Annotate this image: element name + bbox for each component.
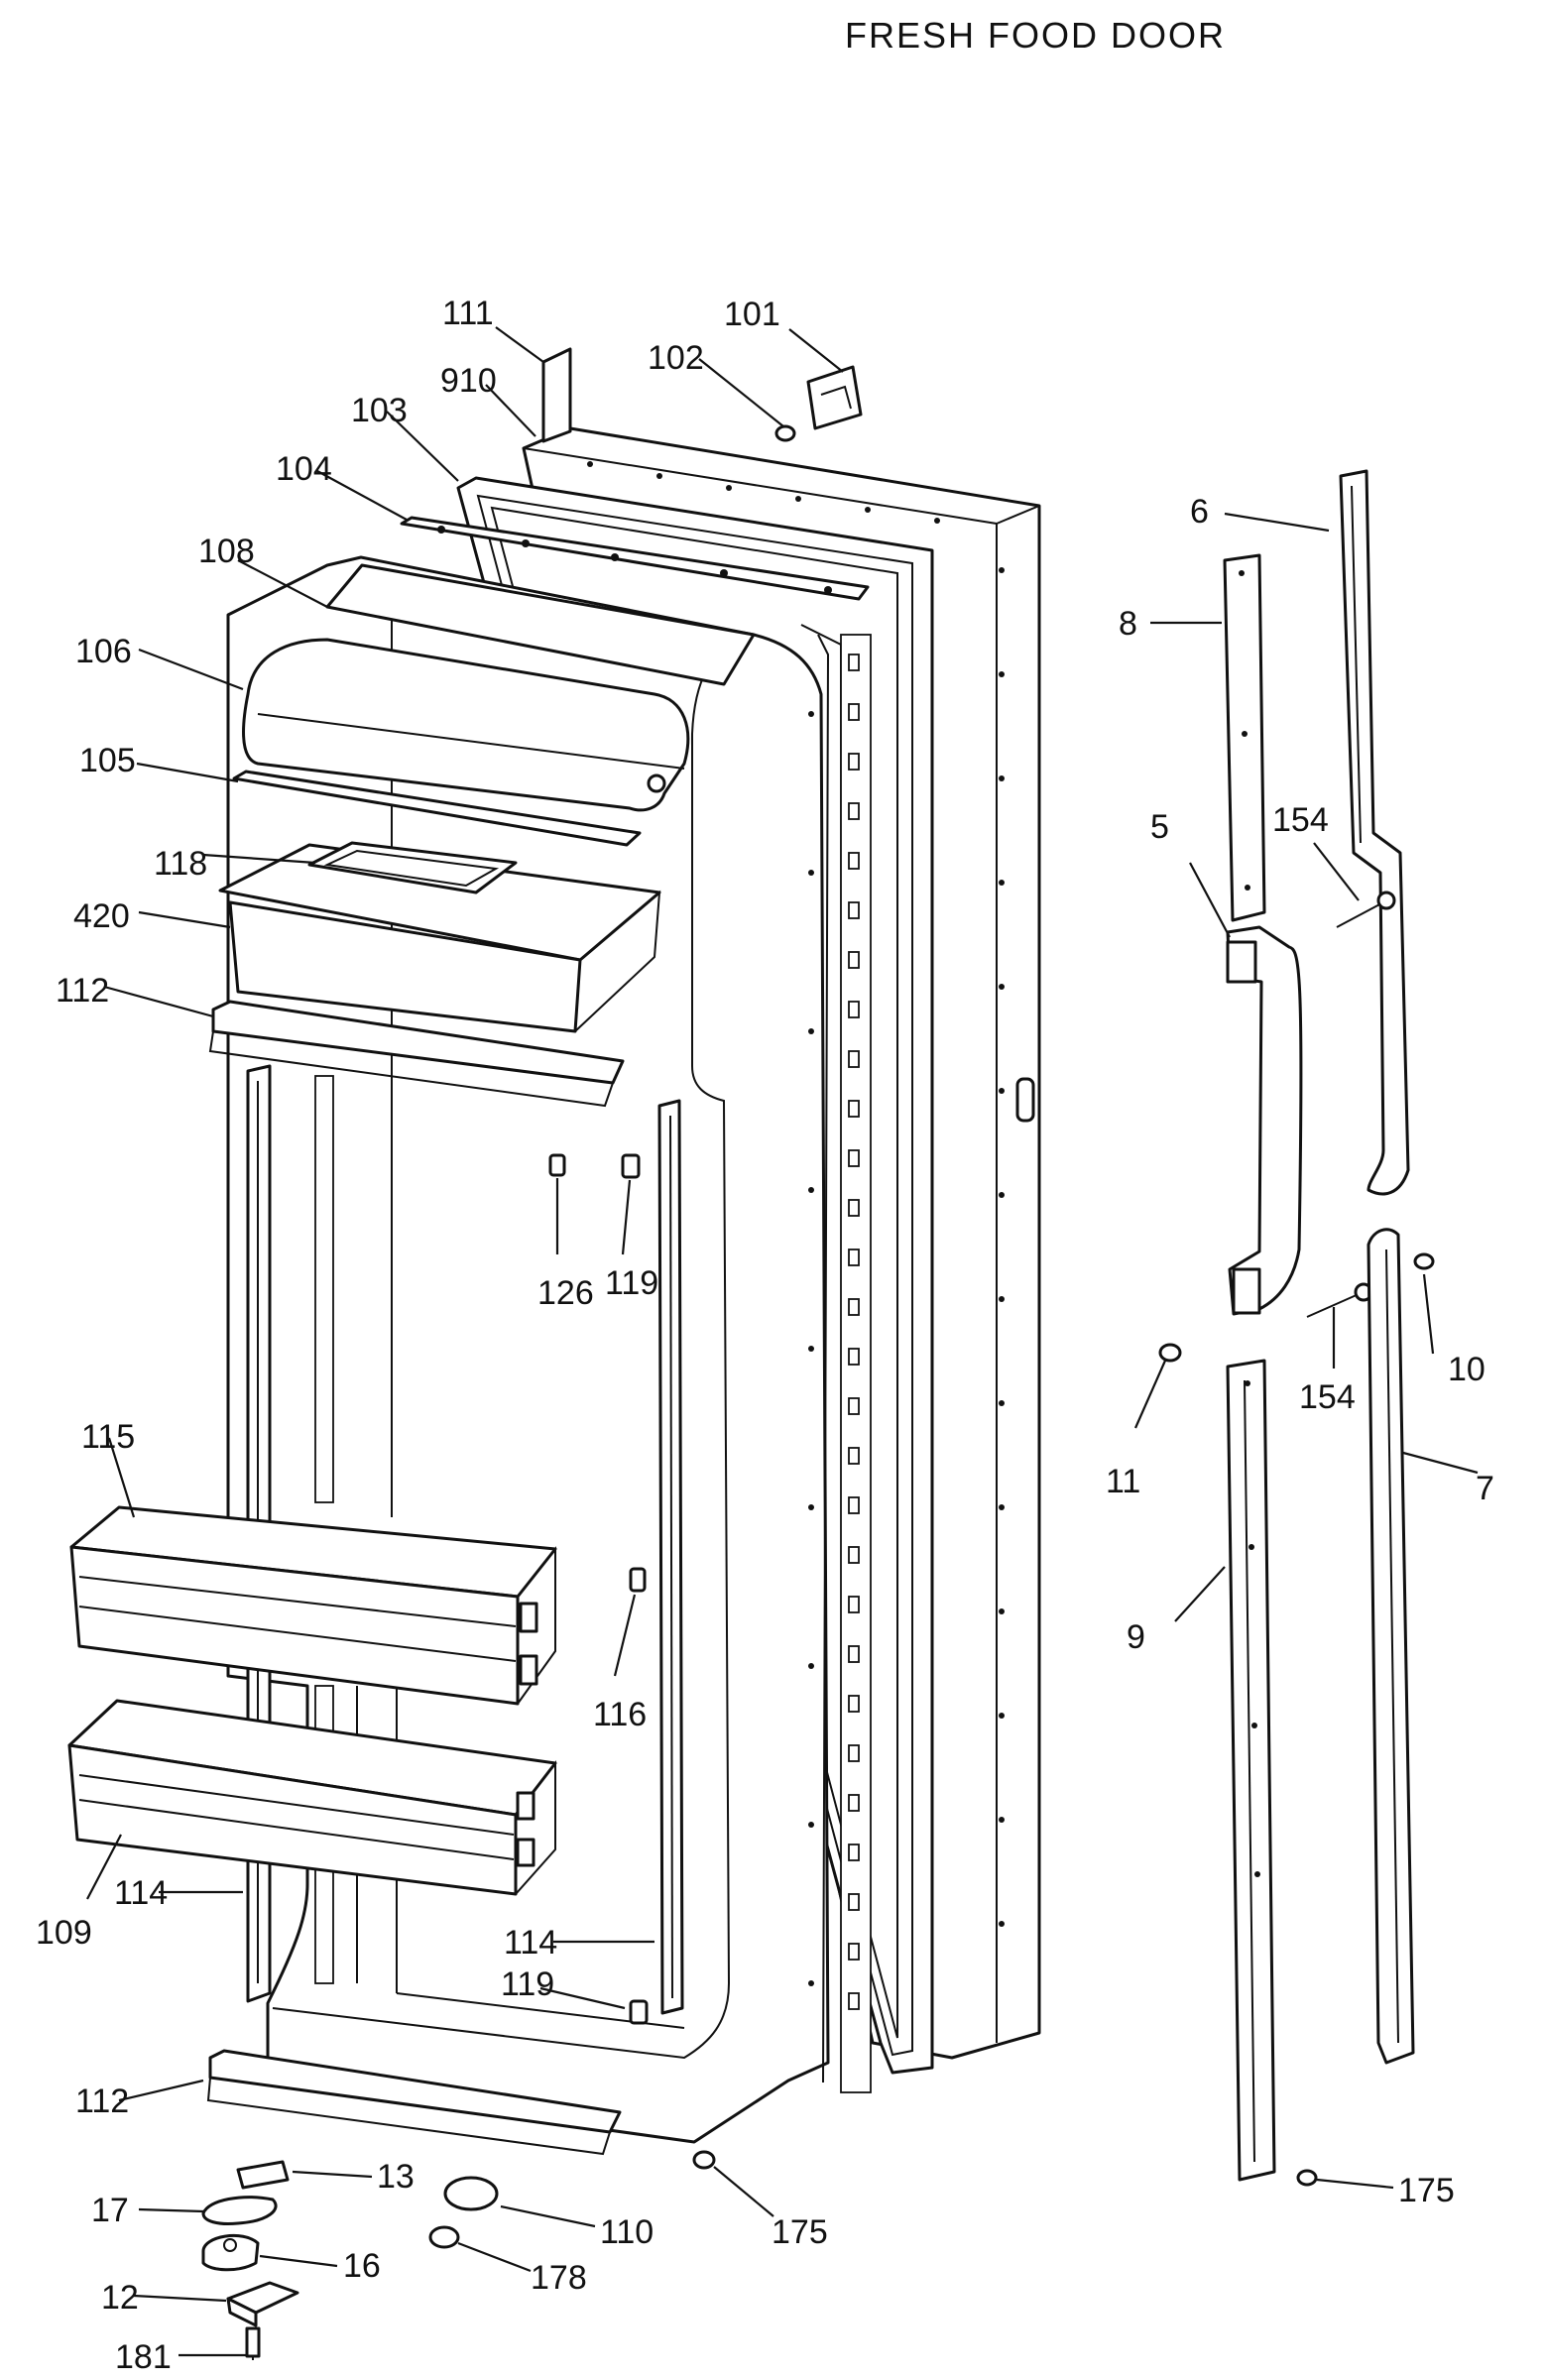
- label-175-left: 175: [772, 2213, 828, 2251]
- part-154-screw-upper: [1336, 891, 1396, 928]
- part-7-lower-trim: [1367, 1228, 1415, 2065]
- part-17-shim: [201, 2196, 278, 2225]
- part-6-handle-trim: [1339, 469, 1410, 1196]
- label-17: 17: [91, 2192, 129, 2229]
- part-11-nut: [1158, 1343, 1182, 1363]
- part-labels: 111 101 102 910 103 104 108 106 105 118 …: [36, 295, 1494, 2376]
- part-13-hinge-plate: [236, 2160, 290, 2190]
- part-108-dairy-housing: [325, 563, 756, 686]
- part-119-upper-clip: [621, 1153, 641, 1179]
- part-106-dairy-door: [242, 638, 690, 812]
- part-175-screw-right: [1296, 2169, 1318, 2187]
- part-12-hinge: [226, 2281, 299, 2327]
- leader-lines: [86, 326, 1479, 2357]
- label-119-lower: 119: [501, 1965, 554, 2003]
- label-111: 111: [442, 295, 494, 332]
- part-181-screw: [245, 2326, 261, 2360]
- part-112-upper-rail: [208, 1000, 625, 1108]
- label-16: 16: [343, 2247, 381, 2285]
- part-16-hinge-bushing: [201, 2234, 260, 2272]
- label-910: 910: [440, 362, 497, 400]
- part-102-screw: [774, 424, 796, 442]
- part-111-strip: [541, 347, 572, 443]
- diagram-title: FRESH FOOD DOOR: [845, 15, 1226, 56]
- label-116: 116: [593, 1696, 647, 1733]
- label-181: 181: [115, 2338, 172, 2376]
- part-5-door-handle: [1226, 925, 1303, 1316]
- part-104-trim-strip: [400, 516, 870, 601]
- part-105-strip: [232, 770, 642, 847]
- label-110: 110: [600, 2213, 654, 2251]
- part-9-handle-insert: [1226, 1359, 1276, 2182]
- label-103: 103: [351, 392, 408, 429]
- label-12: 12: [101, 2279, 139, 2317]
- label-11: 11: [1106, 1463, 1140, 1500]
- label-102: 102: [648, 339, 704, 377]
- label-8: 8: [1119, 605, 1137, 643]
- part-119-lower-clip: [629, 1999, 649, 2025]
- label-108: 108: [198, 533, 255, 570]
- part-126-pin: [548, 1153, 566, 1177]
- part-10-screw: [1413, 1252, 1435, 1270]
- label-106: 106: [75, 633, 132, 670]
- label-7: 7: [1476, 1470, 1494, 1507]
- label-178: 178: [531, 2259, 587, 2297]
- label-5: 5: [1150, 808, 1169, 846]
- label-112-upper: 112: [56, 972, 109, 1010]
- label-420: 420: [73, 897, 130, 935]
- part-112-lower-rail: [206, 2049, 622, 2156]
- part-8-handle-insert: [1223, 553, 1266, 922]
- part-114-right-rail: [657, 1099, 684, 2015]
- part-109-shelf: [67, 1699, 557, 1896]
- label-154-upper: 154: [1272, 801, 1329, 839]
- label-105: 105: [79, 742, 136, 779]
- part-175-screw-left: [692, 2150, 716, 2170]
- label-109: 109: [36, 1914, 92, 1952]
- label-112-lower: 112: [75, 2082, 129, 2120]
- label-118: 118: [154, 845, 207, 883]
- part-420-bin: [218, 843, 661, 1033]
- part-154-screw-lower: [1306, 1282, 1373, 1318]
- part-115-shelf: [69, 1505, 557, 1706]
- label-115: 115: [81, 1418, 135, 1456]
- liner-dimples: [848, 654, 860, 2010]
- part-178-nut: [428, 2225, 460, 2249]
- label-114-right: 114: [504, 1924, 557, 1962]
- part-116-clip: [629, 1567, 647, 1593]
- part-118-lid: [307, 841, 518, 894]
- label-101: 101: [724, 296, 780, 333]
- label-10: 10: [1448, 1351, 1486, 1388]
- label-119-upper: 119: [605, 1264, 658, 1302]
- label-114-left: 114: [114, 1874, 168, 1912]
- label-104: 104: [276, 450, 332, 488]
- label-175-right: 175: [1398, 2172, 1455, 2209]
- label-126: 126: [537, 1274, 594, 1312]
- part-101-bracket: [806, 365, 863, 430]
- part-110-cam: [443, 2176, 499, 2211]
- label-6: 6: [1190, 493, 1209, 531]
- label-13: 13: [377, 2158, 415, 2196]
- label-9: 9: [1127, 1618, 1145, 1656]
- label-154-lower: 154: [1299, 1378, 1356, 1416]
